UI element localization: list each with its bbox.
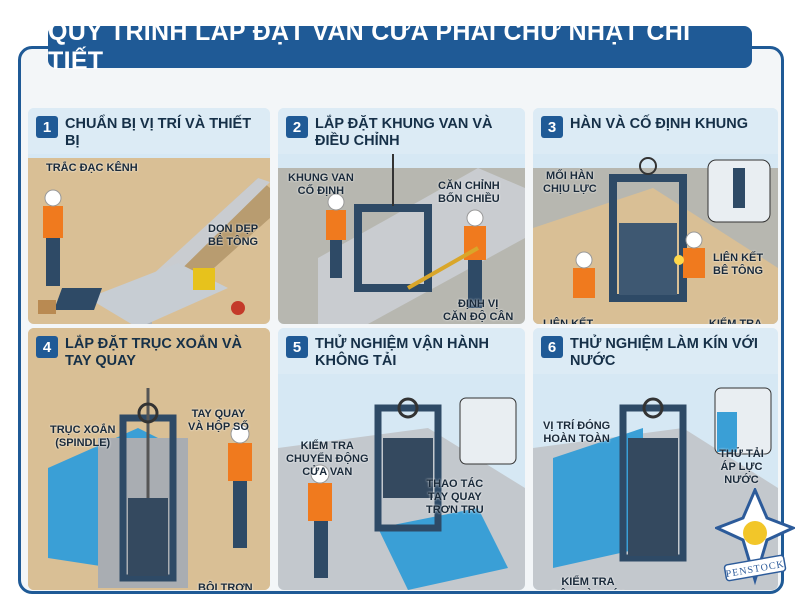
step-title: THỬ NGHIỆM LÀM KÍN VỚI NƯỚC bbox=[570, 336, 758, 369]
callout-label: KIỂM TRA CHUYỂN ĐỘNG CỬA VAN bbox=[286, 440, 369, 478]
illustration-graphic bbox=[28, 368, 270, 590]
callout-label: VỊ TRÍ ĐÓNG HOÀN TOÀN bbox=[543, 420, 611, 445]
step-panel-4: 4 LẮP ĐẶT TRỤC XOẮN VÀ TAY QUAY TRỤC XOẮN… bbox=[28, 328, 270, 590]
step-header: 3 HÀN VÀ CỐ ĐỊNH KHUNG bbox=[533, 108, 778, 154]
illustration-graphic bbox=[28, 158, 270, 324]
step-title: THỬ NGHIỆM VẬN HÀNH KHÔNG TẢI bbox=[315, 336, 489, 369]
step-number-badge: 6 bbox=[541, 336, 563, 358]
illustration-graphic bbox=[278, 148, 525, 324]
step-title: CHUẨN BỊ VỊ TRÍ VÀ THIẾT BỊ bbox=[65, 116, 252, 149]
step-illustration: KHUNG VAN CỐ ĐỊNH CĂN CHỈNH BỐN CHIỀU ĐỊNH… bbox=[278, 148, 525, 324]
step-title: HÀN VÀ CỐ ĐỊNH KHUNG bbox=[570, 116, 749, 132]
callout-label: KHUNG VAN CỐ ĐỊNH bbox=[288, 172, 354, 197]
step-illustration: MỐI HÀN CHỊU LỰC LIÊN KẾT BÊ TÔNG LIÊN KẾT… bbox=[533, 148, 778, 324]
step-panel-3: 3 HÀN VÀ CỐ ĐỊNH KHUNG MỐI HÀN CHỊU LỰC LI… bbox=[533, 108, 778, 324]
callout-label: THAO TÁC TAY QUAY TRƠN TRU bbox=[426, 478, 484, 516]
penstock-logo: PENSTOCK bbox=[715, 488, 795, 588]
step-panel-2: 2 LẮP ĐẶT KHUNG VAN VÀ ĐIỀU CHỈNH KHUNG V… bbox=[278, 108, 525, 324]
step-number-badge: 3 bbox=[541, 116, 563, 138]
callout-label: CĂN CHỈNH BỐN CHIỀU bbox=[438, 180, 500, 205]
callout-label: TRỤC XOẮN (SPINDLE) bbox=[50, 424, 116, 449]
illustration-graphic bbox=[533, 157, 778, 324]
callout-label: KIỂM TRA ĐỆM LÀM KÍN (CHỐNG RÒ RỈ) bbox=[551, 576, 624, 590]
callout-label: KIỂM TRA CHẤT LƯỢNG HÀN bbox=[708, 318, 763, 324]
step-number-badge: 2 bbox=[286, 116, 308, 138]
step-illustration: VỊ TRÍ ĐÓNG HOÀN TOÀN THỬ TẢI ÁP LỰC NƯỚC… bbox=[533, 368, 778, 590]
step-header: 4 LẮP ĐẶT TRỤC XOẮN VÀ TAY QUAY bbox=[28, 328, 270, 374]
step-illustration: TRỤC XOẮN (SPINDLE) TAY QUAY VÀ HỘP SỐ BÔI… bbox=[28, 368, 270, 590]
step-number-badge: 5 bbox=[286, 336, 308, 358]
step-number-badge: 1 bbox=[36, 116, 58, 138]
step-number-badge: 4 bbox=[36, 336, 58, 358]
callout-label: LIÊN KẾT BÊ TÔNG bbox=[713, 252, 764, 277]
callout-label: ĐỊNH VỊ CĂN ĐỘ CÂN bbox=[443, 298, 514, 323]
step-header: 2 LẮP ĐẶT KHUNG VAN VÀ ĐIỀU CHỈNH bbox=[278, 108, 525, 154]
callout-label: LIÊN KẾT BÊ TÔNG bbox=[543, 318, 594, 324]
callout-label: TAY QUAY VÀ HỘP SỐ bbox=[188, 408, 249, 433]
page-title: QUY TRÌNH LẮP ĐẶT VAN CỬA PHAI CHỮ NHẬT … bbox=[48, 18, 752, 75]
step-panel-6: 6 THỬ NGHIỆM LÀM KÍN VỚI NƯỚC VỊ TRÍ ĐÓNG… bbox=[533, 328, 778, 590]
callout-label: BÔI TRƠN TRỤC bbox=[198, 582, 253, 590]
callout-label: THỬ TẢI ÁP LỰC NƯỚC bbox=[719, 448, 764, 486]
illustration-graphic bbox=[278, 397, 525, 590]
step-panel-1: 1 CHUẨN BỊ VỊ TRÍ VÀ THIẾT BỊ TRẮC ĐẠC KÊ… bbox=[28, 108, 270, 324]
step-title: LẮP ĐẶT TRỤC XOẮN VÀ TAY QUAY bbox=[65, 336, 242, 369]
step-header: 1 CHUẨN BỊ VỊ TRÍ VÀ THIẾT BỊ bbox=[28, 108, 270, 154]
callout-label: DỌN DẸP BÊ TÔNG bbox=[208, 223, 259, 248]
step-header: 6 THỬ NGHIỆM LÀM KÍN VỚI NƯỚC bbox=[533, 328, 778, 374]
illustration-graphic bbox=[533, 387, 778, 590]
callout-label: MỐI HÀN CHỊU LỰC bbox=[543, 170, 597, 195]
callout-label: TRẮC ĐẠC KÊNH bbox=[46, 162, 138, 174]
step-illustration: TRẮC ĐẠC KÊNH DỌN DẸP BÊ TÔNG bbox=[28, 148, 270, 324]
step-illustration: KIỂM TRA CHUYỂN ĐỘNG CỬA VAN THAO TÁC TAY… bbox=[278, 368, 525, 590]
step-title: LẮP ĐẶT KHUNG VAN VÀ ĐIỀU CHỈNH bbox=[315, 116, 493, 149]
step-panel-5: 5 THỬ NGHIỆM VẬN HÀNH KHÔNG TẢI KIỂM TRA … bbox=[278, 328, 525, 590]
step-header: 5 THỬ NGHIỆM VẬN HÀNH KHÔNG TẢI bbox=[278, 328, 525, 374]
